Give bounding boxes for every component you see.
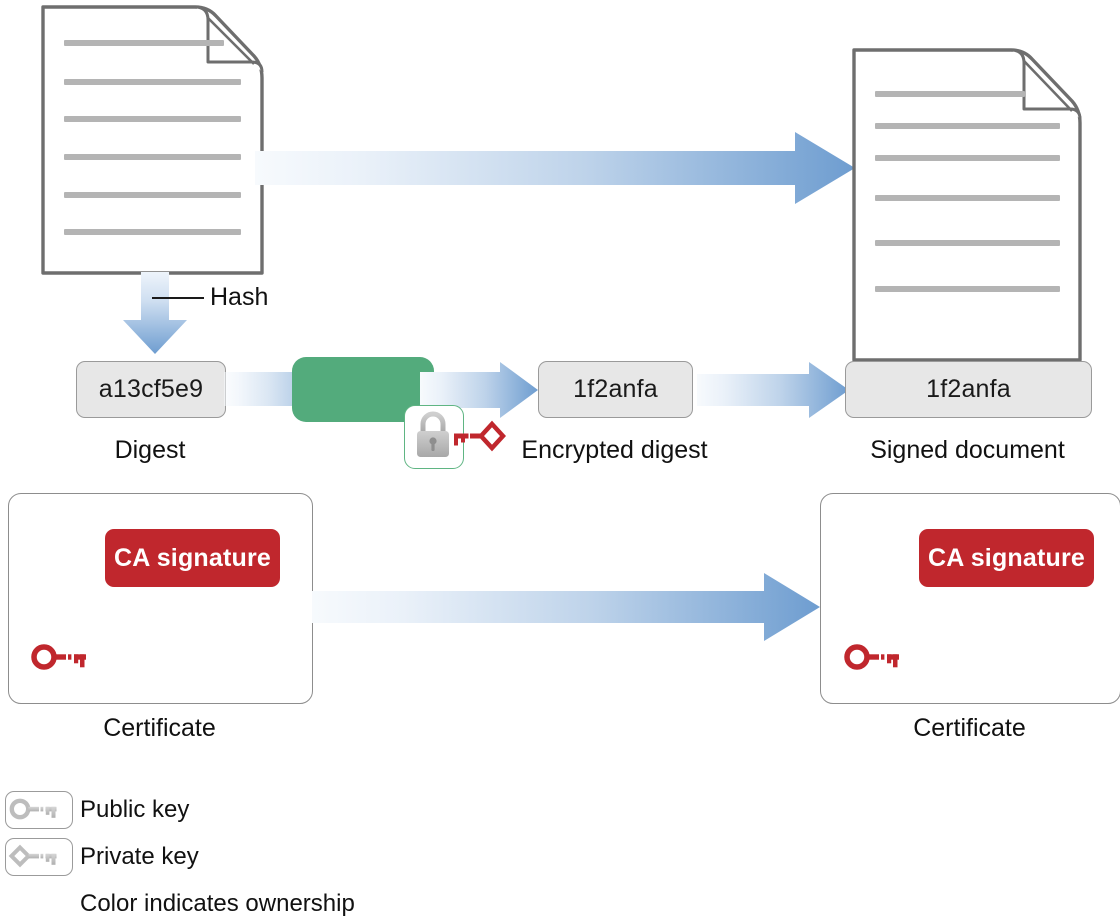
ca-signature-badge-left: CA signature xyxy=(105,529,280,587)
hash-label: Hash xyxy=(210,283,269,311)
certificate-left-caption: Certificate xyxy=(103,714,216,742)
legend-private-key-chip xyxy=(5,838,73,876)
source-document xyxy=(40,4,265,276)
arrow-digest-to-encrypt xyxy=(224,372,304,411)
arrow-certificate-transfer xyxy=(312,573,820,646)
private-key-icon-encrypt xyxy=(452,418,507,463)
digest-box: a13cf5e9 xyxy=(76,361,226,418)
certificate-right xyxy=(820,493,1120,704)
arrow-hash-down xyxy=(123,272,187,359)
encrypted-digest-caption: Encrypted digest xyxy=(521,436,708,464)
signed-document-value: 1f2anfa xyxy=(926,375,1011,403)
encrypted-digest-box: 1f2anfa xyxy=(538,361,693,418)
public-key-icon-left xyxy=(30,637,92,682)
signed-document-caption: Signed document xyxy=(870,436,1065,464)
signed-document-hash-box: 1f2anfa xyxy=(845,361,1092,418)
document-icon xyxy=(41,5,264,275)
legend-public-key-chip xyxy=(5,791,73,829)
hash-leader-line xyxy=(152,297,204,299)
digest-value: a13cf5e9 xyxy=(98,375,204,403)
legend-public-key-label: Public key xyxy=(80,796,190,823)
public-key-icon xyxy=(9,798,57,820)
legend-note: Color indicates ownership xyxy=(80,890,355,917)
lock-icon xyxy=(417,411,449,457)
private-key-icon xyxy=(8,844,57,868)
arrow-encrypted-digest-to-signed xyxy=(697,362,849,423)
arrow-document-to-signed xyxy=(255,132,855,209)
public-key-icon-right xyxy=(843,637,905,682)
legend-private-key-label: Private key xyxy=(80,843,199,870)
signed-document xyxy=(851,47,1083,362)
encrypted-digest-value: 1f2anfa xyxy=(573,375,658,403)
arrow-encrypt-to-encrypted-digest xyxy=(420,362,538,423)
certificate-right-caption: Certificate xyxy=(913,714,1026,742)
ca-signature-badge-right: CA signature xyxy=(919,529,1094,587)
digest-caption: Digest xyxy=(114,436,186,464)
document-icon-signed xyxy=(852,48,1082,362)
